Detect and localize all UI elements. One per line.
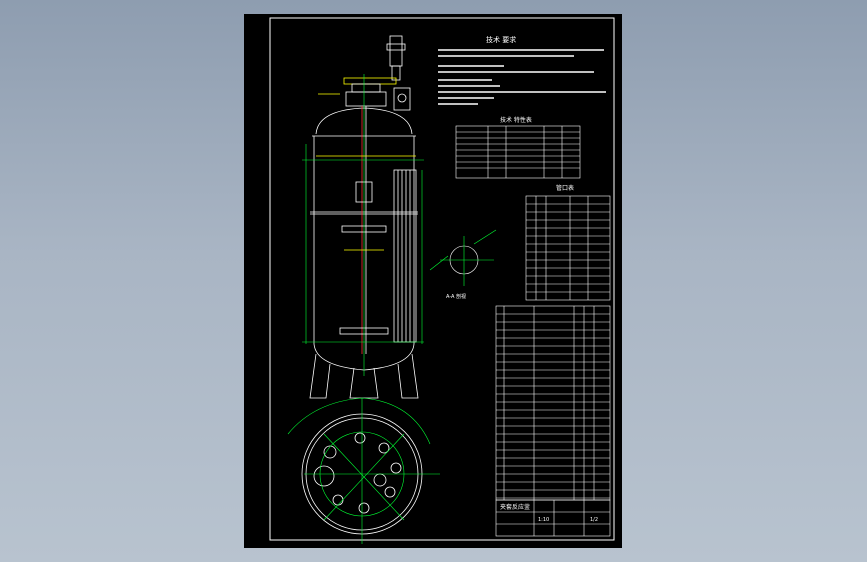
nozzle-table-title: 管口表 [556, 184, 574, 192]
nozzle-table [525, 195, 611, 301]
tech-char-table [455, 125, 581, 179]
title-block-name: 夹套反应釜 [500, 503, 530, 511]
cad-drawing: A-A 剖视 技术 要求 技术 特性表 管口表 [269, 17, 615, 544]
plan-center-lines [287, 397, 440, 544]
center-lines [302, 74, 424, 376]
tech-req-title: 技术 要求 [486, 35, 516, 44]
tech-char-title: 技术 特性表 [500, 116, 532, 124]
parts-list [495, 305, 611, 501]
tech-req-text [438, 49, 606, 105]
parts-list-rows [496, 313, 610, 499]
drawing-sheet: A-A 剖视 技术 要求 技术 特性表 管口表 [244, 14, 622, 548]
title-block-scale: 1:10 [538, 517, 549, 523]
title-block-sheet: 1/2 [590, 517, 598, 523]
view-label: A-A 剖视 [446, 293, 466, 300]
accent-lines [316, 93, 416, 251]
sheet-border [269, 17, 615, 541]
title-block [495, 499, 611, 537]
detail-view [429, 229, 497, 286]
